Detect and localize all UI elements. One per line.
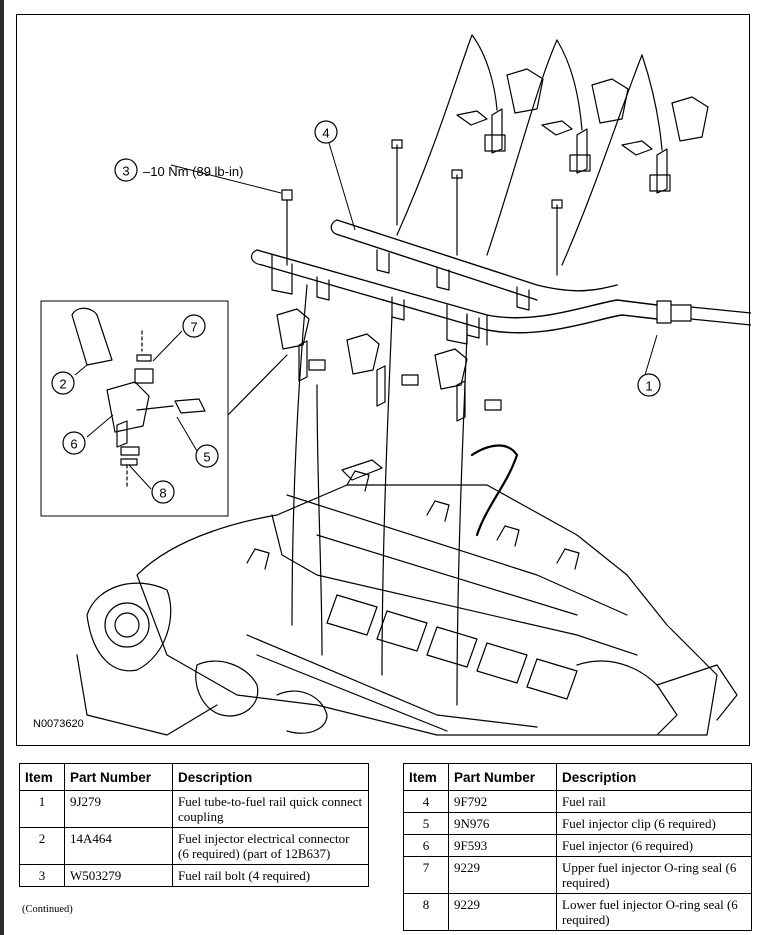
description-cell: Fuel injector clip (6 required) (556, 812, 752, 835)
table-row: 3 W503279 Fuel rail bolt (4 required) (19, 864, 369, 887)
part-number-cell: 9F792 (448, 790, 557, 813)
callout-circle-1 (637, 373, 661, 397)
table-row: 6 9F593 Fuel injector (6 required) (403, 834, 752, 857)
item-cell: 1 (19, 790, 65, 828)
callout-circle-4 (314, 120, 338, 144)
description-cell: Fuel rail bolt (4 required) (172, 864, 369, 887)
part-number-cell: 9229 (448, 856, 557, 894)
callout-circle-6 (62, 431, 86, 455)
callout-label-7: 7 (190, 320, 197, 335)
callout-label-3: 3 (122, 164, 129, 179)
table-row: 5 9N976 Fuel injector clip (6 required) (403, 812, 752, 835)
description-cell: Fuel tube-to-fuel rail quick connect cou… (172, 790, 369, 828)
description-cell: Lower fuel injector O-ring seal (6 requi… (556, 893, 752, 931)
item-cell: 4 (403, 790, 449, 813)
item-cell: 7 (403, 856, 449, 894)
parts-table-left: Item Part Number Description 1 9J279 Fue… (19, 763, 369, 887)
callout-label-2: 2 (59, 377, 66, 392)
left-edge-bar (0, 0, 4, 935)
header-description: Description (172, 763, 369, 791)
table-header-row: Item Part Number Description (403, 763, 752, 791)
part-number-cell: 9F593 (448, 834, 557, 857)
continued-note: (Continued) (22, 904, 73, 915)
callout-label-6: 6 (70, 437, 77, 452)
part-number-cell: 9229 (448, 893, 557, 931)
description-cell: Fuel injector (6 required) (556, 834, 752, 857)
part-number-cell: 14A464 (64, 827, 173, 865)
part-number-cell: 9J279 (64, 790, 173, 828)
fuel-rail-illustration: 1 2 3 4 5 6 7 8 (40, 34, 751, 736)
item-cell: 2 (19, 827, 65, 865)
callout-circle-3 (114, 158, 138, 182)
callout-circle-5 (195, 444, 219, 468)
callout-label-8: 8 (159, 486, 166, 501)
table-header-row: Item Part Number Description (19, 763, 369, 791)
table-row: 2 14A464 Fuel injector electrical connec… (19, 827, 369, 865)
table-row: 8 9229 Lower fuel injector O-ring seal (… (403, 893, 752, 931)
part-number-cell: 9N976 (448, 812, 557, 835)
header-part-number: Part Number (448, 763, 557, 791)
parts-table-right: Item Part Number Description 4 9F792 Fue… (403, 763, 752, 931)
callout-label-5: 5 (203, 450, 210, 465)
part-number-cell: W503279 (64, 864, 173, 887)
table-row: 7 9229 Upper fuel injector O-ring seal (… (403, 856, 752, 894)
figure-id: N0073620 (33, 718, 84, 730)
header-item: Item (19, 763, 65, 791)
header-part-number: Part Number (64, 763, 173, 791)
torque-spec-label: –10 Nm (89 lb-in) (143, 164, 244, 179)
callout-label-1: 1 (645, 379, 652, 394)
callout-circle-2 (51, 371, 75, 395)
item-cell: 6 (403, 834, 449, 857)
callout-label-4: 4 (322, 126, 329, 141)
description-cell: Upper fuel injector O-ring seal (6 requi… (556, 856, 752, 894)
description-cell: Fuel rail (556, 790, 752, 813)
description-cell: Fuel injector electrical connector (6 re… (172, 827, 369, 865)
header-item: Item (403, 763, 449, 791)
table-row: 1 9J279 Fuel tube-to-fuel rail quick con… (19, 790, 369, 828)
table-row: 4 9F792 Fuel rail (403, 790, 752, 813)
item-cell: 3 (19, 864, 65, 887)
header-description: Description (556, 763, 752, 791)
exploded-view-figure: 1 2 3 4 5 6 7 8 –10 Nm (89 lb-in) N00736… (16, 14, 751, 746)
callout-circle-8 (151, 480, 175, 504)
item-cell: 8 (403, 893, 449, 931)
item-cell: 5 (403, 812, 449, 835)
callout-circle-7 (182, 314, 206, 338)
